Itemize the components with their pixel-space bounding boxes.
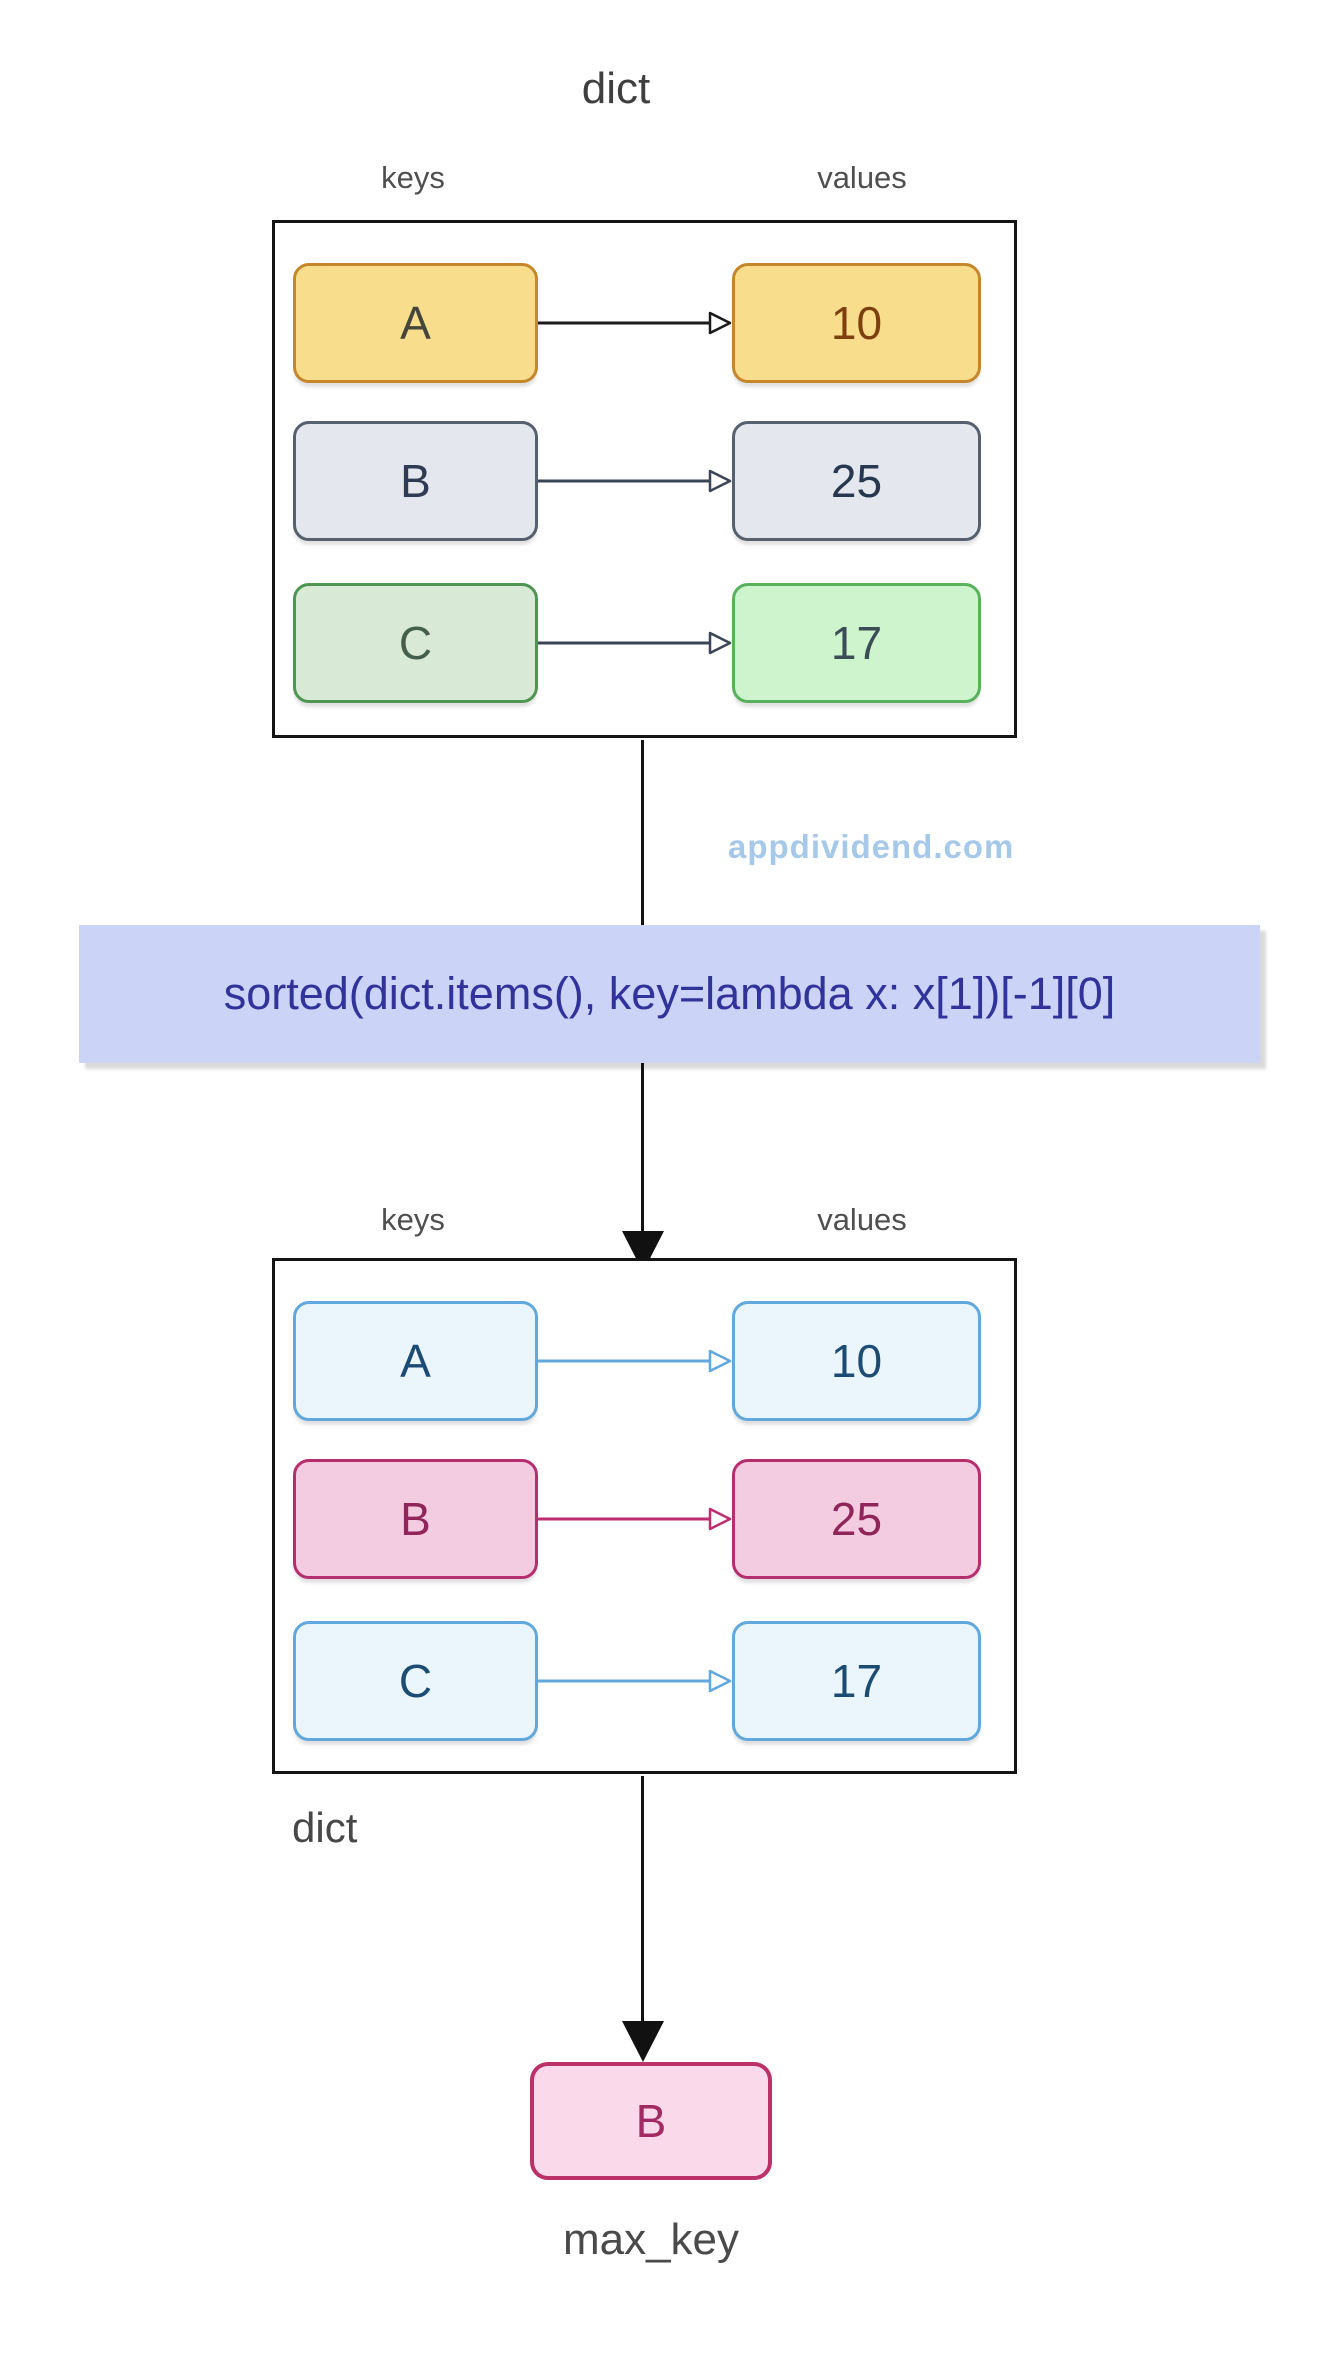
- result-value: B: [635, 2095, 667, 2147]
- key-to-value-arrow-icon: [538, 1349, 732, 1373]
- bottom-dict-caption: dict: [292, 1804, 358, 1851]
- key-to-value-arrow-icon: [538, 631, 732, 655]
- top-dict-title: dict: [581, 64, 651, 113]
- value-box-10: 10: [732, 1301, 981, 1421]
- connector-bottom-to-result-line: [641, 1776, 644, 2022]
- key-box-A: A: [293, 1301, 538, 1421]
- dict-row: A 10: [293, 263, 981, 383]
- dict-row: B 25: [293, 421, 981, 541]
- connector-code-to-bottom-line: [641, 1063, 644, 1233]
- key-to-value-arrow-icon: [538, 1669, 732, 1693]
- code-expression: sorted(dict.items(), key=lambda x: x[1])…: [223, 968, 1116, 1019]
- bottom-values-label: values: [817, 1202, 907, 1237]
- key-box-B: B: [293, 421, 538, 541]
- result-caption: max_key: [562, 2215, 740, 2264]
- value-box-17: 17: [732, 1621, 981, 1741]
- key-box-A: A: [293, 263, 538, 383]
- connector-top-to-code: [641, 740, 644, 926]
- key-to-value-arrow-icon: [538, 469, 732, 493]
- watermark-text: appdividend.com: [728, 828, 1015, 865]
- key-to-value-arrow-icon: [538, 311, 732, 335]
- key-box-C: C: [293, 583, 538, 703]
- code-box: sorted(dict.items(), key=lambda x: x[1])…: [79, 925, 1260, 1063]
- value-box-25: 25: [732, 421, 981, 541]
- top-values-label: values: [817, 160, 907, 195]
- value-box-17: 17: [732, 583, 981, 703]
- key-box-B: B: [293, 1459, 538, 1579]
- bottom-keys-label: keys: [381, 1202, 445, 1237]
- key-box-C: C: [293, 1621, 538, 1741]
- key-to-value-arrow-icon: [538, 1507, 732, 1531]
- result-box: B: [530, 2062, 772, 2180]
- connector-bottom-to-result-arrowhead-icon: [622, 2021, 664, 2062]
- value-box-10: 10: [732, 263, 981, 383]
- dict-row: C 17: [293, 583, 981, 703]
- dict-row: A 10: [293, 1301, 981, 1421]
- dict-row: C 17: [293, 1621, 981, 1741]
- dict-row: B 25: [293, 1459, 981, 1579]
- top-keys-label: keys: [381, 160, 445, 195]
- value-box-25: 25: [732, 1459, 981, 1579]
